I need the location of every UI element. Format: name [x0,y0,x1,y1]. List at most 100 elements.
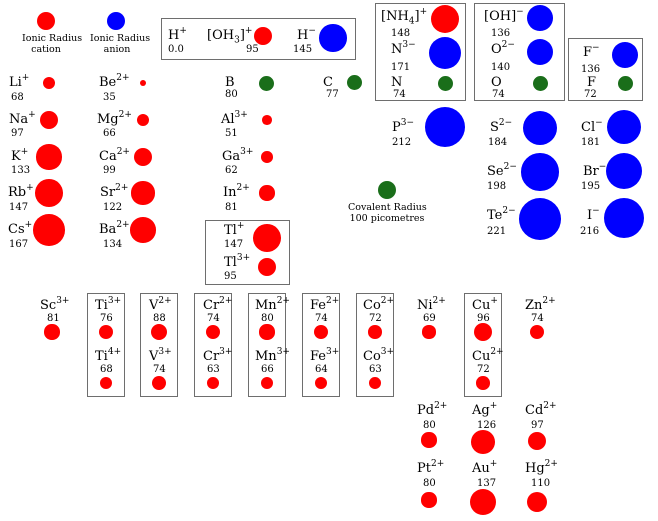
dot-c-cov [346,74,362,90]
value-sr2-plus: 122 [103,202,123,213]
value-ti4-plus: 68 [100,364,113,375]
label-cd2-plus: Cd2+ [525,400,557,418]
oxygen-group-box [474,3,565,101]
chromium-group-box [194,293,232,397]
dot-ti3-plus [98,324,114,340]
label-zn2-plus: Zn2+ [525,295,556,313]
dot-cr3-plus [207,377,219,389]
legend-cation-dot [37,12,55,30]
label-br-minus: Br− [583,161,607,179]
value-fe2-plus: 74 [315,313,328,324]
value-i-minus: 216 [580,226,600,237]
label-sr2-plus: Sr2+ [100,182,129,200]
value-te2-minus: 221 [487,226,507,237]
label-cu2-plus: Cu2+ [472,346,504,364]
dot-tl3-plus [258,258,276,276]
value-o2-minus: 140 [491,62,511,73]
dot-te2-minus [519,198,561,240]
value-cl-minus: 181 [581,137,601,148]
cobalt-group-box [356,293,394,397]
manganese-group-box [248,293,286,397]
label-f-minus: F− [583,42,600,60]
dot-oh3-plus [254,27,272,45]
dot-cu2-plus [476,376,490,390]
label-al3-plus: Al3+ [221,109,248,127]
value-br-minus: 195 [581,181,601,192]
label-cr2-plus: Cr2+ [203,295,233,313]
label-cs-plus: Cs+ [8,219,33,237]
label-h-plus: H+ [168,25,187,43]
label-na-plus: Na+ [9,109,36,127]
value-nh4-plus: 148 [391,28,411,39]
value-tl-plus: 147 [224,239,244,250]
value-b-cov: 80 [225,89,238,100]
label-o-cov: O [491,75,502,90]
label-ba2-plus: Ba2+ [99,219,130,237]
label-mn2-plus: Mn2+ [255,295,290,313]
value-n3-minus: 171 [391,62,411,73]
dot-fe3-plus [314,376,328,390]
dot-li-plus [42,76,56,90]
value-n-cov: 74 [393,89,406,100]
dot-h-minus [319,24,347,52]
value-zn2-plus: 74 [531,313,544,324]
titanium-group-box [87,293,125,397]
dot-cl-minus [606,109,642,145]
value-co3-plus: 63 [369,364,382,375]
label-p3-minus: P3− [392,117,415,135]
dot-pd2-plus [421,432,437,448]
value-p3-minus: 212 [392,137,412,148]
value-co2-plus: 72 [369,313,382,324]
dot-na-plus [39,110,59,130]
label-hg2-plus: Hg2+ [525,458,558,476]
value-cs-plus: 167 [9,239,29,250]
label-mn3-plus: Mn3+ [255,346,290,364]
value-h-minus: 145 [293,44,313,55]
value-cr2-plus: 74 [207,313,220,324]
dot-n-cov [437,75,453,91]
iron-group-box [302,293,340,397]
label-i-minus: I− [587,205,600,223]
label-be2-plus: Be2+ [99,72,130,90]
dot-nh4-plus [430,4,459,33]
nitrogen-group-box [375,3,466,101]
value-v3-plus: 74 [153,364,166,375]
value-cu-plus: 96 [477,313,490,324]
label-ti4-plus: Ti4+ [95,346,122,364]
dot-cu-plus [473,322,493,342]
dot-sr2-plus [131,181,155,205]
dot-fe2-plus [313,324,328,339]
label-c-cov: C [323,75,333,90]
value-mn2-plus: 80 [261,313,274,324]
dot-pt2-plus [421,492,437,508]
value-rb-plus: 147 [9,202,29,213]
label-nh4-plus: [NH4]+ [381,6,428,27]
label-s2-minus: S2− [490,117,513,135]
value-pd2-plus: 80 [423,420,436,431]
value-ba2-plus: 134 [103,239,123,250]
label-fe3-plus: Fe3+ [310,346,340,364]
label-n-cov: N [391,75,403,90]
value-o-cov: 74 [492,89,505,100]
label-n3-minus: N3− [391,39,416,57]
label-co3-plus: Co3+ [363,346,395,364]
dot-br-minus [605,152,643,190]
hydrogen-group-box [161,18,356,60]
dot-ca2-plus [133,147,153,167]
value-cd2-plus: 97 [531,420,544,431]
fluorine-group-box [568,38,643,101]
dot-oh-minus [527,5,553,31]
dot-ni2-plus [422,325,436,339]
value-se2-minus: 198 [487,181,507,192]
dot-be2-plus [139,79,147,87]
dot-mn2-plus [259,324,275,340]
label-sc3-plus: Sc3+ [40,295,70,313]
dot-f-minus [612,42,638,68]
dot-tl-plus [253,224,281,252]
value-f-cov: 72 [584,89,597,100]
value-be2-plus: 35 [103,92,116,103]
label-ni2-plus: Ni2+ [417,295,446,313]
dot-i-minus [603,197,645,239]
dot-cs-plus [33,214,65,246]
